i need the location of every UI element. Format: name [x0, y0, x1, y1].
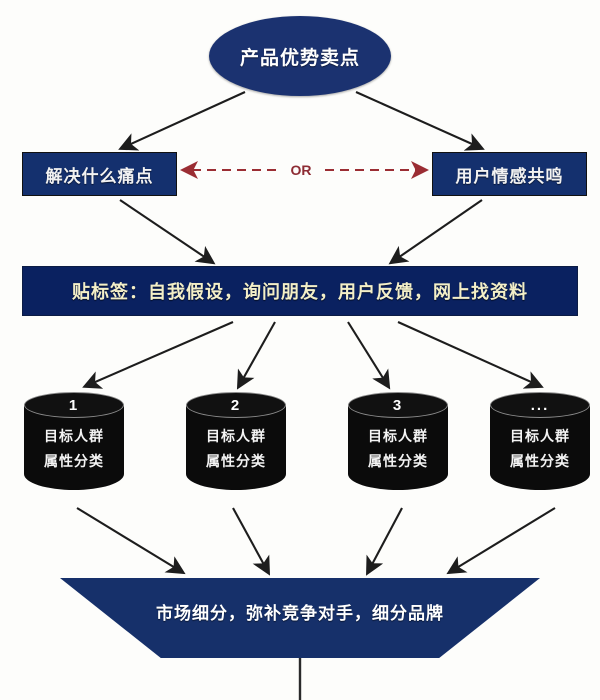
node-emotional-resonance[interactable]: 用户情感共鸣 — [432, 152, 587, 196]
node-audience-cylinder-1[interactable]: 1 目标人群 属性分类 — [24, 392, 124, 496]
cylinder-line2: 属性分类 — [206, 453, 266, 469]
node-product-advantage[interactable]: 产品优势卖点 — [209, 16, 391, 96]
arrow-tagbar-to-cyl-1 — [82, 321, 234, 389]
cylinder-index-3: 3 — [392, 396, 404, 414]
cylinder-line2: 属性分类 — [368, 453, 428, 469]
arrow-tagbar-to-cyl-4 — [397, 321, 544, 389]
cylinder-line1: 目标人群 — [206, 428, 266, 444]
cylinder-text-4: 目标人群 属性分类 — [490, 426, 590, 471]
node-pain-point-label: 解决什么痛点 — [45, 166, 154, 186]
node-audience-cylinder-3[interactable]: 3 目标人群 属性分类 — [348, 392, 448, 496]
cylinder-body — [490, 404, 590, 490]
cylinder-text-2: 目标人群 属性分类 — [186, 426, 286, 471]
arrow-cyl-4-to-funnel — [446, 507, 556, 575]
cylinder-body — [348, 404, 448, 490]
node-product-advantage-label: 产品优势卖点 — [239, 47, 360, 69]
arrow-emotion-to-tagbar — [388, 199, 483, 265]
arrow-tagbar-to-cyl-2 — [236, 321, 276, 390]
cylinder-index-1: 1 — [68, 396, 80, 414]
node-emotional-resonance-label: 用户情感共鸣 — [455, 166, 564, 186]
arrow-topic-to-pain — [118, 91, 246, 151]
cylinder-body — [186, 404, 286, 490]
cylinder-text-3: 目标人群 属性分类 — [348, 426, 448, 471]
node-tagging-methods-label: 贴标签：自我假设，询问朋友，用户反馈，网上找资料 — [72, 282, 528, 302]
cylinder-top-ellipse — [186, 392, 286, 418]
cylinder-line1: 目标人群 — [44, 428, 104, 444]
arrow-cyl-1-to-funnel — [76, 507, 186, 575]
node-market-segmentation-label: 市场细分，弥补竞争对手，细分品牌 — [156, 603, 444, 623]
cylinder-line2: 属性分类 — [510, 453, 570, 469]
cylinder-text-1: 目标人群 属性分类 — [24, 426, 124, 471]
arrow-cyl-3-to-funnel — [366, 507, 403, 576]
arrow-pain-to-tagbar — [119, 199, 216, 265]
cylinder-index-2: 2 — [230, 396, 242, 414]
cylinder-line1: 目标人群 — [510, 428, 570, 444]
cylinder-body — [24, 404, 124, 490]
cylinder-top-ellipse — [348, 392, 448, 418]
cylinder-index-4: ... — [530, 396, 550, 414]
node-audience-cylinder-4[interactable]: ... 目标人群 属性分类 — [490, 392, 590, 496]
cylinder-top-ellipse — [24, 392, 124, 418]
cylinder-top-ellipse — [490, 392, 590, 418]
node-pain-point[interactable]: 解决什么痛点 — [22, 152, 177, 196]
arrow-cyl-2-to-funnel — [232, 507, 271, 576]
or-connector-label: OR — [279, 160, 323, 180]
arrow-tagbar-to-cyl-3 — [347, 321, 391, 390]
node-tagging-methods[interactable]: 贴标签：自我假设，询问朋友，用户反馈，网上找资料 — [22, 266, 578, 316]
cylinder-line1: 目标人群 — [368, 428, 428, 444]
arrow-topic-to-emotion — [355, 91, 485, 151]
node-audience-cylinder-2[interactable]: 2 目标人群 属性分类 — [186, 392, 286, 496]
cylinder-line2: 属性分类 — [44, 453, 104, 469]
